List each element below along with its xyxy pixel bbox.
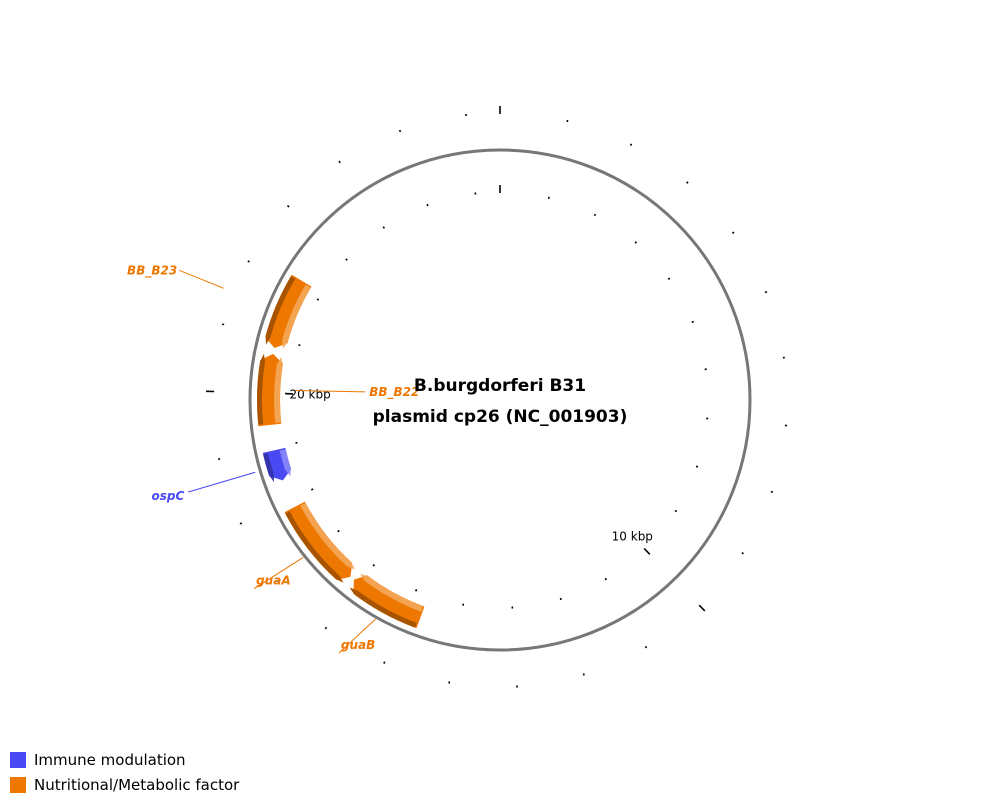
gene-arrow-guaa [284,501,355,583]
outer-tick [221,323,225,326]
inner-tick [691,320,694,323]
inner-tick [372,564,376,567]
outer-tick [239,522,243,525]
inner-tick [316,298,320,301]
tick-label: 20 kbp [289,387,330,401]
inner-tick [604,577,607,581]
outer-tick [686,181,689,184]
inner-tick [345,258,348,261]
legend-swatch-nutritional [10,776,26,793]
inner-tick [674,509,678,513]
leader-line [295,390,366,393]
outer-tick [698,604,706,612]
outer-tick [629,143,633,146]
legend-label-immune: Immune modulation [34,750,186,769]
legend-swatch-immune [10,751,26,768]
outer-tick [247,260,250,263]
inner-tick [298,344,301,347]
plasmid-map: 10 kbp 20 kbp guaB guaA ospC BB_B22 BB_B23 B.… [127,106,787,688]
map-title-line2: plasmid cp26 (NC_001903) [373,407,628,427]
gene-label-guab: guaB [341,638,375,652]
gene-label-bb-b23: BB_B23 [127,263,177,278]
inner-tick [559,597,562,601]
leader-line [188,471,256,493]
inner-tick [414,589,418,592]
legend-item-immune: Immune modulation [10,747,239,772]
inner-tick [337,529,340,533]
outer-tick [383,661,386,664]
gene-arrow-bb-b23 [265,274,312,349]
leader-line [338,618,376,654]
tick-marks: 10 kbp 20 kbp [206,106,787,688]
outer-tick [644,645,648,649]
gene-arrow-ospc [262,447,292,483]
map-title-line1: B.burgdorferi B31 [414,376,586,396]
outer-tick [286,205,290,208]
inner-tick [667,277,671,280]
outer-tick [582,673,585,676]
inner-tick [643,547,651,555]
leader-line [179,269,224,289]
outer-tick [324,626,328,630]
legend-label-nutritional: Nutritional/Metabolic factor [34,775,240,794]
outer-tick [741,552,744,555]
gene-arrow-guab [349,573,425,629]
plasmid-backbone-circle [248,148,752,652]
legend: Immune modulation Nutritional/Metabolic … [10,747,239,797]
outer-tick [275,579,279,583]
inner-tick [547,196,550,199]
outer-tick [764,291,768,294]
legend-item-nutritional: Nutritional/Metabolic factor [10,772,239,797]
tick-label: 10 kbp [612,529,653,543]
inner-tick [310,488,314,491]
inner-tick [382,226,386,229]
gene-label-ospc: ospC [152,489,185,503]
inner-tick [593,213,597,217]
gene-labels: guaB guaA ospC BB_B22 BB_B23 [127,263,419,654]
gene-features [256,274,425,629]
inner-tick [695,465,699,468]
gene-arrow-bb-b22 [256,353,283,427]
outer-tick [398,129,402,133]
outer-tick [770,490,774,493]
gene-label-guaa: guaA [256,574,291,588]
inner-tick [426,203,429,207]
outer-tick [731,231,735,234]
inner-tick [634,241,638,244]
gene-label-bb-b22: BB_B22 [369,385,419,400]
leader-line [253,556,304,590]
outer-tick [338,160,341,164]
